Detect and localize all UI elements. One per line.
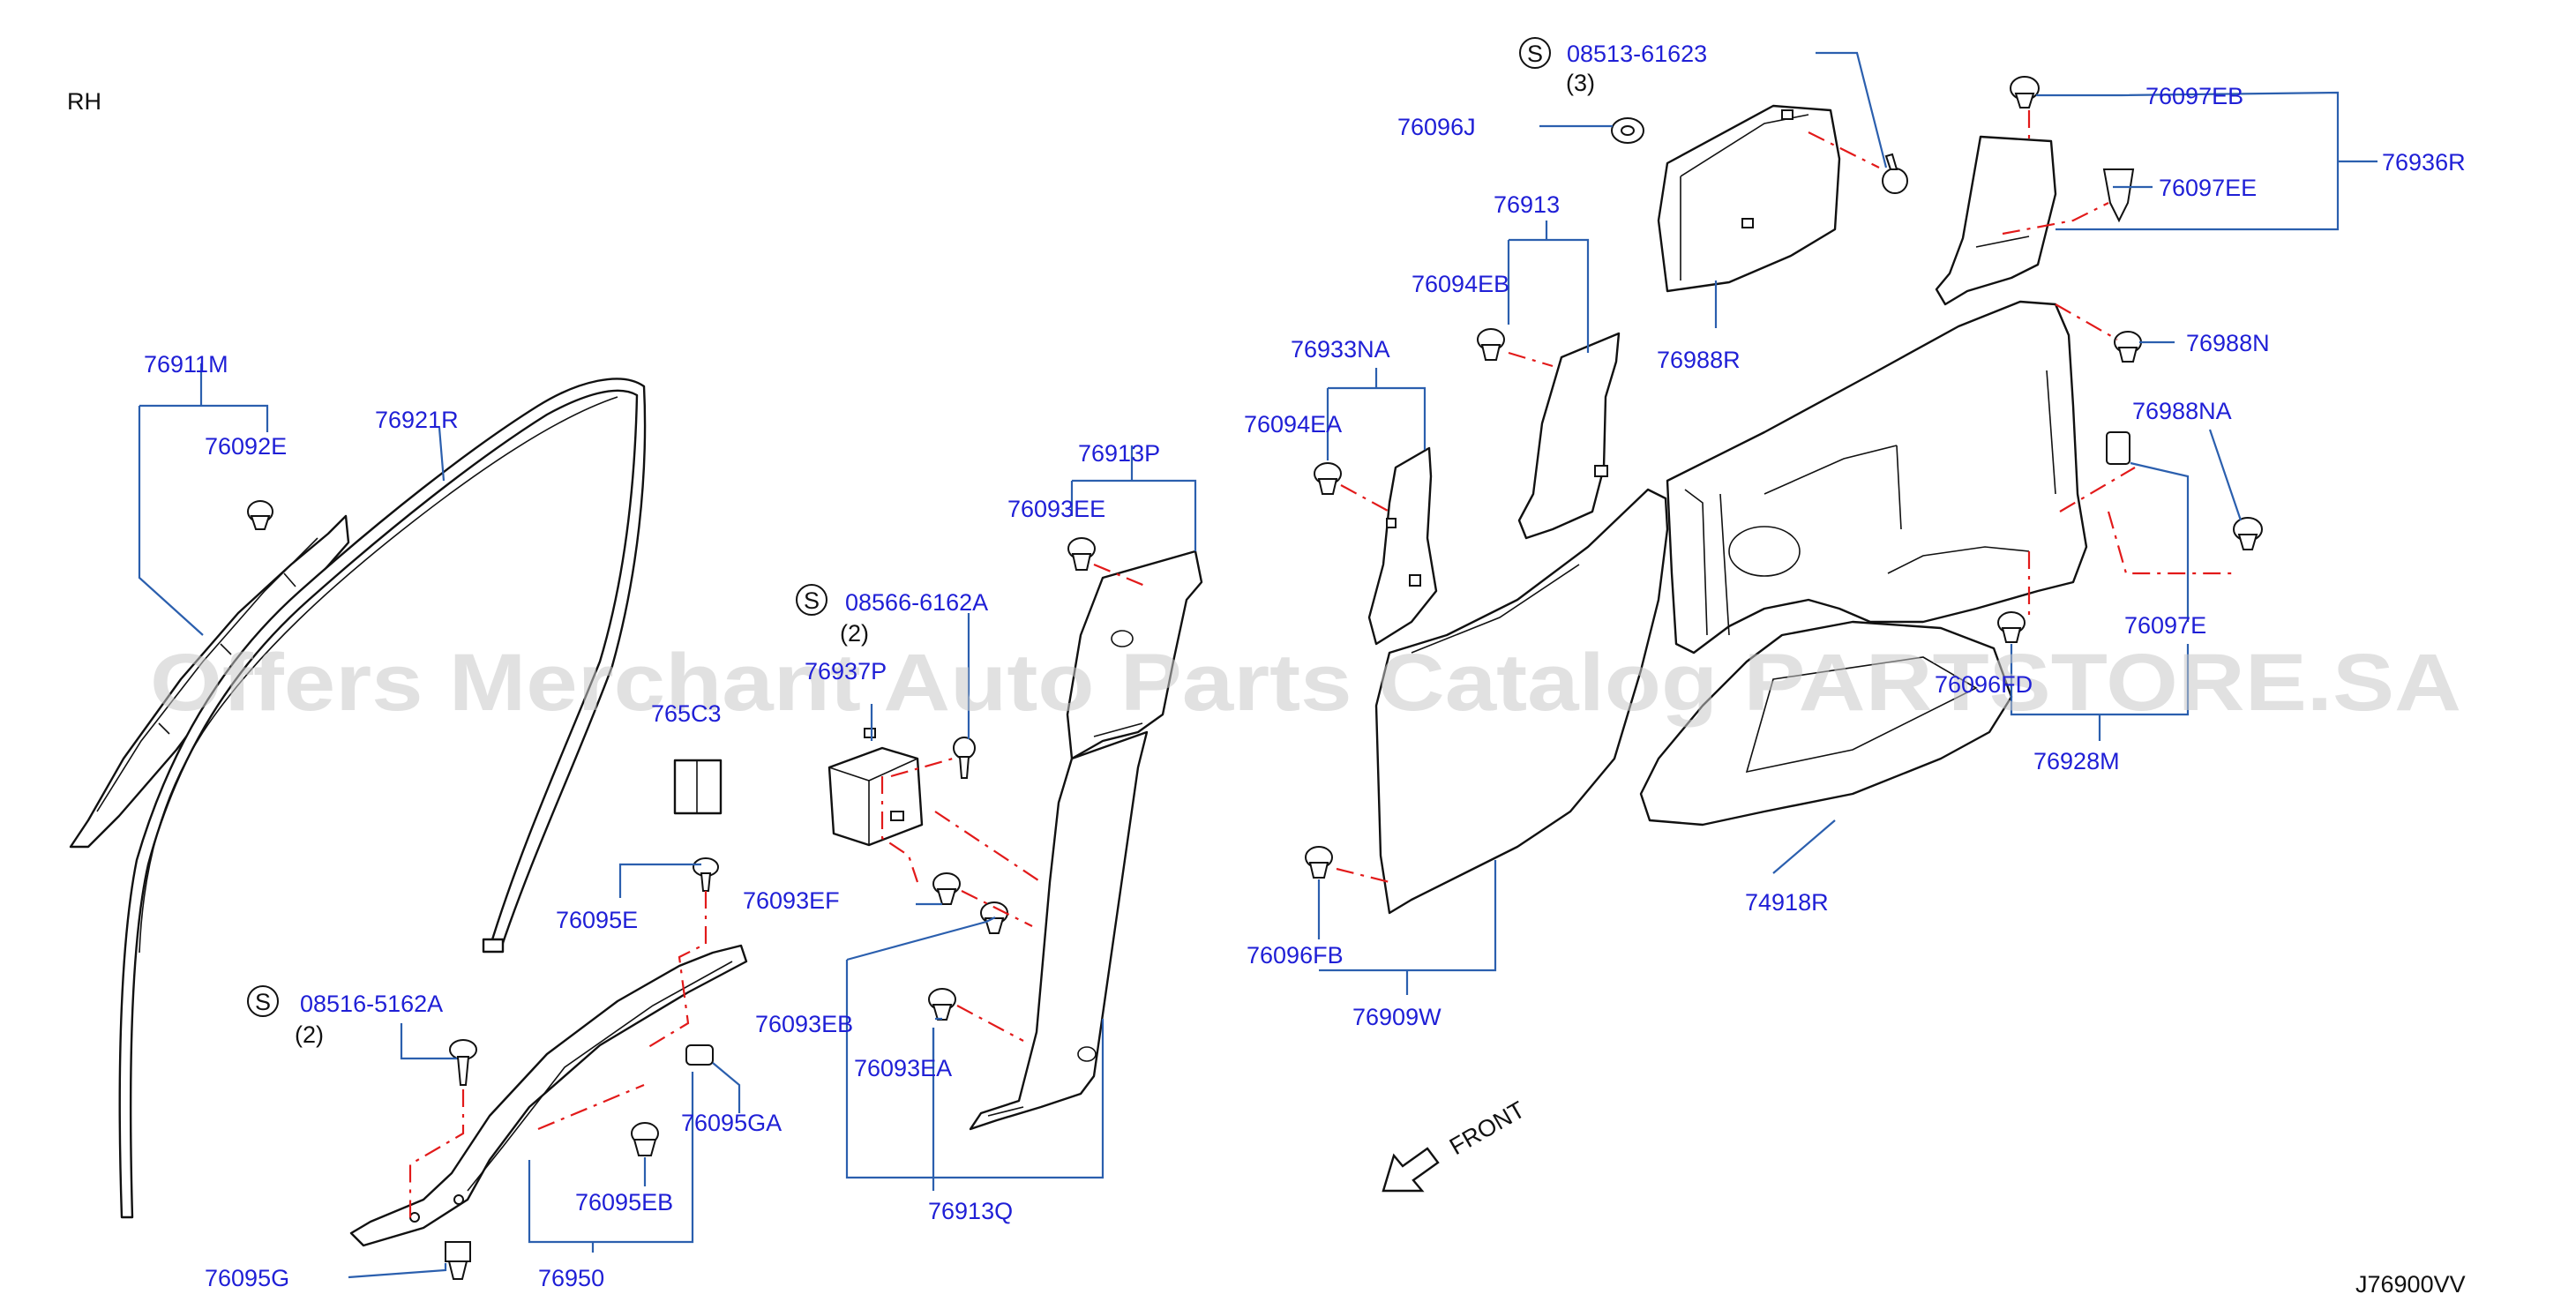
- label-76093eb[interactable]: 76093EB: [755, 1011, 853, 1037]
- clip-76097e[interactable]: [2106, 431, 2130, 465]
- screw-08516[interactable]: [449, 1039, 477, 1086]
- clip-76095e[interactable]: [693, 857, 719, 892]
- label-76094eb[interactable]: 76094EB: [1412, 271, 1509, 297]
- pad-765c3[interactable]: [673, 759, 723, 815]
- kicking-plate[interactable]: [349, 944, 748, 1247]
- label-76096j[interactable]: 76096J: [1397, 114, 1476, 140]
- weatherstrip[interactable]: [118, 378, 647, 1219]
- luggage-side-panel[interactable]: [1666, 300, 2088, 654]
- label-08566[interactable]: 08566-6162A: [845, 589, 988, 616]
- label-76095g[interactable]: 76095G: [205, 1265, 289, 1291]
- label-76928m[interactable]: 76928M: [2033, 748, 2120, 774]
- svg-text:S: S: [255, 989, 271, 1015]
- center-pillar-lower-garnish[interactable]: [969, 730, 1149, 1131]
- label-76988na[interactable]: 76988NA: [2132, 398, 2232, 424]
- label-76937p[interactable]: 76937P: [805, 658, 887, 684]
- label-76921r[interactable]: 76921R: [375, 407, 459, 433]
- label-76911m[interactable]: 76911M: [144, 351, 228, 378]
- clip-76094ea[interactable]: [1314, 462, 1342, 495]
- clip-76092e[interactable]: [247, 500, 273, 530]
- label-76092e[interactable]: 76092E: [205, 433, 287, 460]
- leader-lines: [138, 51, 2378, 1279]
- clip-76988n[interactable]: [2114, 331, 2142, 363]
- floor-trim[interactable]: [1639, 620, 2013, 827]
- label-76093ef[interactable]: 76093EF: [743, 887, 840, 914]
- side-label: RH: [67, 88, 101, 115]
- label-76096fb[interactable]: 76096FB: [1247, 942, 1344, 969]
- diagram-code: J76900VV: [2355, 1271, 2466, 1298]
- rear-side-trim[interactable]: [1374, 488, 1669, 915]
- label-08513[interactable]: 08513-61623: [1567, 41, 1707, 67]
- label-74918r[interactable]: 74918R: [1745, 889, 1829, 916]
- label-76097ee[interactable]: 76097EE: [2159, 175, 2257, 201]
- clip-76097ee[interactable]: [2102, 168, 2135, 223]
- label-76095ga[interactable]: 76095GA: [681, 1110, 782, 1136]
- label-76094ea[interactable]: 76094EA: [1244, 411, 1342, 438]
- clip-76095g[interactable]: [445, 1241, 471, 1280]
- label-765c3[interactable]: 765C3: [651, 700, 722, 727]
- control-module[interactable]: [827, 728, 924, 847]
- clip-76095ga[interactable]: [685, 1044, 714, 1066]
- label-76988r[interactable]: 76988R: [1657, 347, 1741, 373]
- upper-rear-trim[interactable]: [1935, 135, 2057, 306]
- clip-76094eb[interactable]: [1477, 328, 1505, 361]
- upper-quarter-trim[interactable]: [1657, 104, 1841, 293]
- clip-76096fb[interactable]: [1305, 846, 1333, 879]
- label-76095e[interactable]: 76095E: [556, 907, 638, 933]
- clip-76988na[interactable]: [2233, 517, 2263, 550]
- label-76988n[interactable]: 76988N: [2186, 330, 2270, 356]
- clip-76093ea[interactable]: [928, 988, 956, 1021]
- grommet-76096j[interactable]: [1611, 117, 1644, 144]
- label-76950[interactable]: 76950: [538, 1265, 604, 1291]
- assembly-lines: [408, 110, 2232, 1222]
- pillar-trim-76913[interactable]: [1517, 332, 1621, 540]
- label-08516-qty: (2): [295, 1021, 324, 1048]
- screw-08513[interactable]: [1882, 153, 1908, 194]
- clip-76095eb[interactable]: [631, 1122, 659, 1156]
- label-08513-qty: (3): [1566, 70, 1595, 96]
- clip-76093ef[interactable]: [932, 872, 961, 905]
- label-76913[interactable]: 76913: [1494, 191, 1560, 218]
- label-76936r[interactable]: 76936R: [2382, 149, 2466, 176]
- label-76096fd[interactable]: 76096FD: [1935, 671, 2033, 698]
- screw-08566[interactable]: [953, 737, 976, 779]
- clip-76093ee[interactable]: [1067, 537, 1096, 571]
- screw-marker-3: S: [1519, 37, 1551, 69]
- screw-marker-1: S: [796, 584, 827, 616]
- center-pillar-upper-garnish[interactable]: [1066, 550, 1203, 760]
- clip-76093eb[interactable]: [980, 901, 1008, 934]
- label-76913p[interactable]: 76913P: [1078, 440, 1160, 467]
- label-76913q[interactable]: 76913Q: [928, 1198, 1013, 1224]
- svg-text:S: S: [1527, 41, 1543, 67]
- label-76093ea[interactable]: 76093EA: [854, 1055, 952, 1081]
- label-08516[interactable]: 08516-5162A: [300, 991, 443, 1017]
- front-arrow-icon: [1382, 1147, 1440, 1193]
- label-76909w[interactable]: 76909W: [1352, 1004, 1442, 1030]
- label-08566-qty: (2): [840, 620, 869, 647]
- front-label: FRONT: [1445, 1096, 1530, 1160]
- pillar-trim-76933na[interactable]: [1367, 446, 1438, 646]
- svg-text:S: S: [804, 587, 820, 614]
- label-76933na[interactable]: 76933NA: [1291, 336, 1390, 363]
- clip-76097eb[interactable]: [2010, 76, 2040, 108]
- screw-marker-2: S: [247, 985, 279, 1017]
- clip-76096fd[interactable]: [1997, 611, 2026, 643]
- label-76093ee[interactable]: 76093EE: [1007, 496, 1105, 522]
- label-76097eb[interactable]: 76097EB: [2145, 83, 2243, 109]
- label-76095eb[interactable]: 76095EB: [575, 1189, 673, 1216]
- watermark: Offers Merchant Auto Parts Catalog PARTS…: [150, 638, 2461, 728]
- label-76097e[interactable]: 76097E: [2124, 612, 2206, 639]
